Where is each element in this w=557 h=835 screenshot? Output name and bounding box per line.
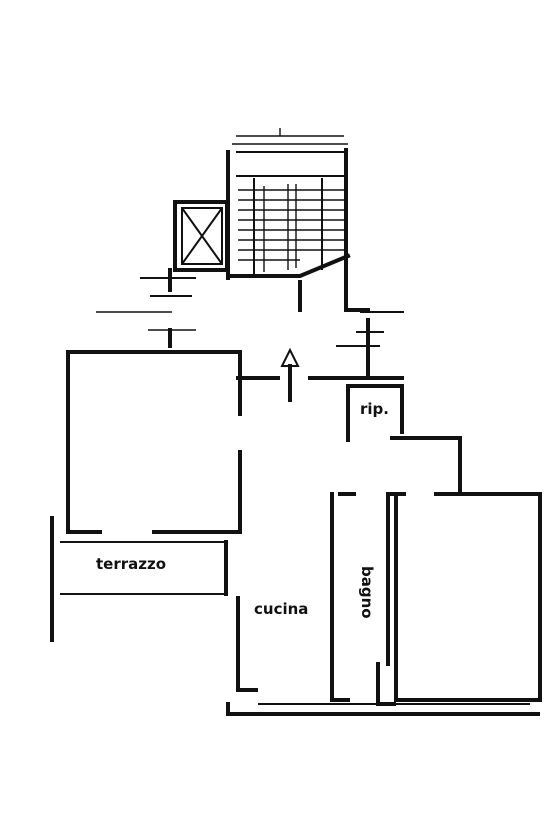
terrazzo-label: terrazzo <box>96 555 166 573</box>
ripostiglio-label: rip. <box>360 400 389 418</box>
bathroom: bagno <box>338 492 406 706</box>
room-right <box>394 492 542 702</box>
bagno-label: bagno <box>358 566 376 619</box>
stair-treads <box>238 184 344 272</box>
landing <box>96 260 404 380</box>
room-left <box>66 350 242 534</box>
entrance <box>236 347 404 402</box>
terrace: terrazzo <box>50 516 228 642</box>
cucina-label: cucina <box>254 600 308 618</box>
storage: rip. <box>346 384 462 496</box>
elevator-shaft <box>173 200 229 272</box>
stairwell <box>226 128 351 280</box>
kitchen: cucina <box>226 492 540 716</box>
